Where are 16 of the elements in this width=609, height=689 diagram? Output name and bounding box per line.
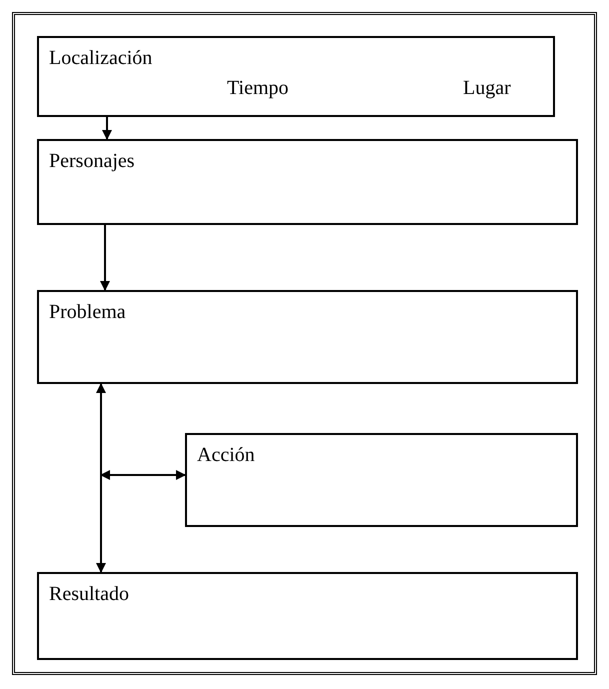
box-label: Problema (49, 300, 126, 324)
arrow (96, 383, 106, 573)
box-label: Resultado (49, 582, 129, 606)
process-box (37, 290, 578, 384)
box-label: Lugar (463, 76, 511, 100)
box-label: Localización (49, 46, 152, 70)
process-box (37, 139, 578, 225)
box-label: Personajes (49, 149, 135, 173)
arrow (102, 117, 112, 140)
process-box (37, 572, 578, 660)
box-label: Tiempo (227, 76, 289, 100)
process-box (37, 36, 555, 117)
box-label: Acción (197, 443, 255, 467)
process-box (185, 433, 578, 527)
arrow (100, 225, 110, 291)
arrow (100, 470, 186, 480)
